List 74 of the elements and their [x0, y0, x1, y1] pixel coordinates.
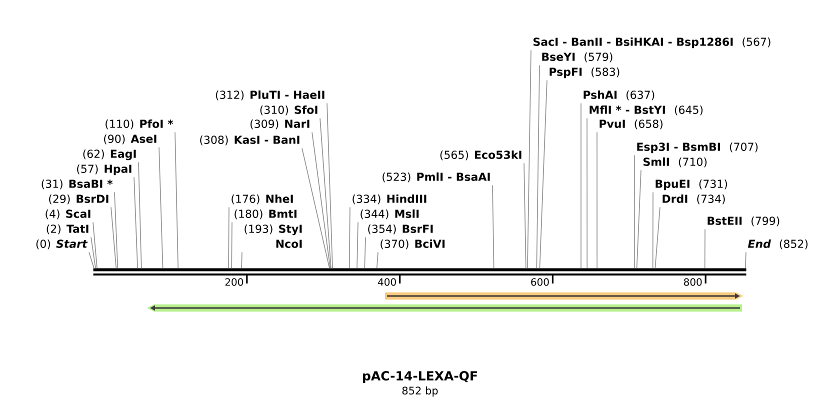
leader-line — [524, 162, 526, 269]
leader-line — [634, 154, 635, 269]
leader-line — [539, 80, 548, 269]
enzyme-label: (370) BciVI — [380, 239, 445, 250]
enzyme-label: (57) HpaI — [77, 164, 132, 176]
enzyme-label: (308) KasI - BanI — [200, 135, 300, 146]
leader-line — [636, 170, 642, 269]
leader-line — [88, 252, 94, 269]
leader-line — [527, 50, 532, 269]
leader-line — [114, 192, 118, 269]
enzyme-label: (110) PfoI * — [106, 119, 174, 130]
leader-line — [348, 206, 350, 269]
leader-line — [596, 132, 598, 269]
enzyme-label: (4) ScaI — [46, 209, 90, 220]
leader-line — [326, 102, 333, 269]
tick-label: 200 — [225, 278, 244, 286]
leader-line — [174, 132, 178, 269]
enzyme-label: BstEII (799) — [708, 216, 780, 226]
enzyme-label: Esp3I - BsmBI (707) — [637, 142, 758, 154]
length-caption: 852 bp — [402, 386, 438, 397]
enzyme-label: (310) SfoI — [260, 105, 318, 116]
enzyme-label: (2) TatI — [46, 224, 88, 234]
enzyme-label: PshAI (637) — [584, 90, 654, 100]
enzyme-label: BseYI (579) — [542, 52, 612, 62]
leader-line — [158, 146, 164, 269]
leader-line — [110, 206, 117, 269]
leader-line — [320, 118, 332, 269]
leader-line — [138, 162, 142, 269]
leader-line — [704, 228, 706, 269]
enzyme-label: (309) NarI — [250, 119, 310, 130]
leader-line — [92, 222, 98, 269]
leader-line — [492, 184, 494, 269]
enzyme-label: (523) PmlI - BsaAI — [382, 172, 490, 182]
enzyme-label: (0) Start — [36, 239, 88, 250]
enzyme-label: (334) HindIII — [352, 194, 426, 204]
enzyme-label: (565) Eco53kI — [440, 150, 522, 160]
enzyme-label: DrdI (734) — [662, 194, 725, 204]
enzyme-label: (62) EagI — [83, 149, 136, 160]
leader-line — [364, 236, 366, 269]
enzyme-label: (90) AseI — [104, 134, 156, 144]
enzyme-label: SmlI (710) — [644, 157, 707, 168]
leader-line — [302, 148, 330, 269]
leader-line — [652, 192, 654, 269]
leader-line — [586, 118, 588, 269]
enzyme-label: End (852) — [748, 239, 808, 250]
backbone-line — [93, 268, 746, 276]
enzyme-label: (344) MslI — [360, 209, 419, 220]
leader-line — [376, 252, 378, 269]
map-title: pAC-14-LEXA-QF — [363, 371, 477, 383]
enzyme-label: (180) BmtI — [234, 209, 296, 220]
enzyme-label: (354) BsrFI — [368, 224, 433, 234]
leader-line — [312, 132, 331, 269]
enzyme-label: (193) StyI NcoI — [244, 224, 302, 248]
enzyme-label: (29) BsrDI — [49, 194, 108, 204]
leader-line — [654, 206, 660, 269]
leader-line — [231, 222, 232, 269]
enzyme-label: PspFI (583) — [550, 67, 620, 78]
leader-line — [90, 236, 96, 269]
leader-line — [536, 64, 540, 269]
enzyme-label: SacI - BanII - BsiHKAI - Bsp1286I (567) — [534, 37, 770, 48]
enzyme-label: (176) NheI — [232, 194, 293, 204]
leader-line — [744, 252, 746, 269]
leader-line — [241, 252, 242, 269]
tick-label: 600 — [531, 278, 549, 286]
enzyme-label: PvuI (658) — [600, 119, 662, 130]
enzyme-label: (312) PluTI - HaeII — [216, 90, 324, 100]
enzyme-label: MflI * - BstYI (645) — [590, 105, 703, 116]
leader-line — [228, 206, 230, 269]
leader-line — [356, 222, 358, 269]
leader-line — [580, 102, 582, 269]
tick-label: 400 — [378, 278, 396, 286]
enzyme-label: BpuEI (731) — [656, 179, 728, 190]
enzyme-label: (31) BsaBI * — [42, 179, 113, 190]
leader-line — [134, 176, 138, 269]
